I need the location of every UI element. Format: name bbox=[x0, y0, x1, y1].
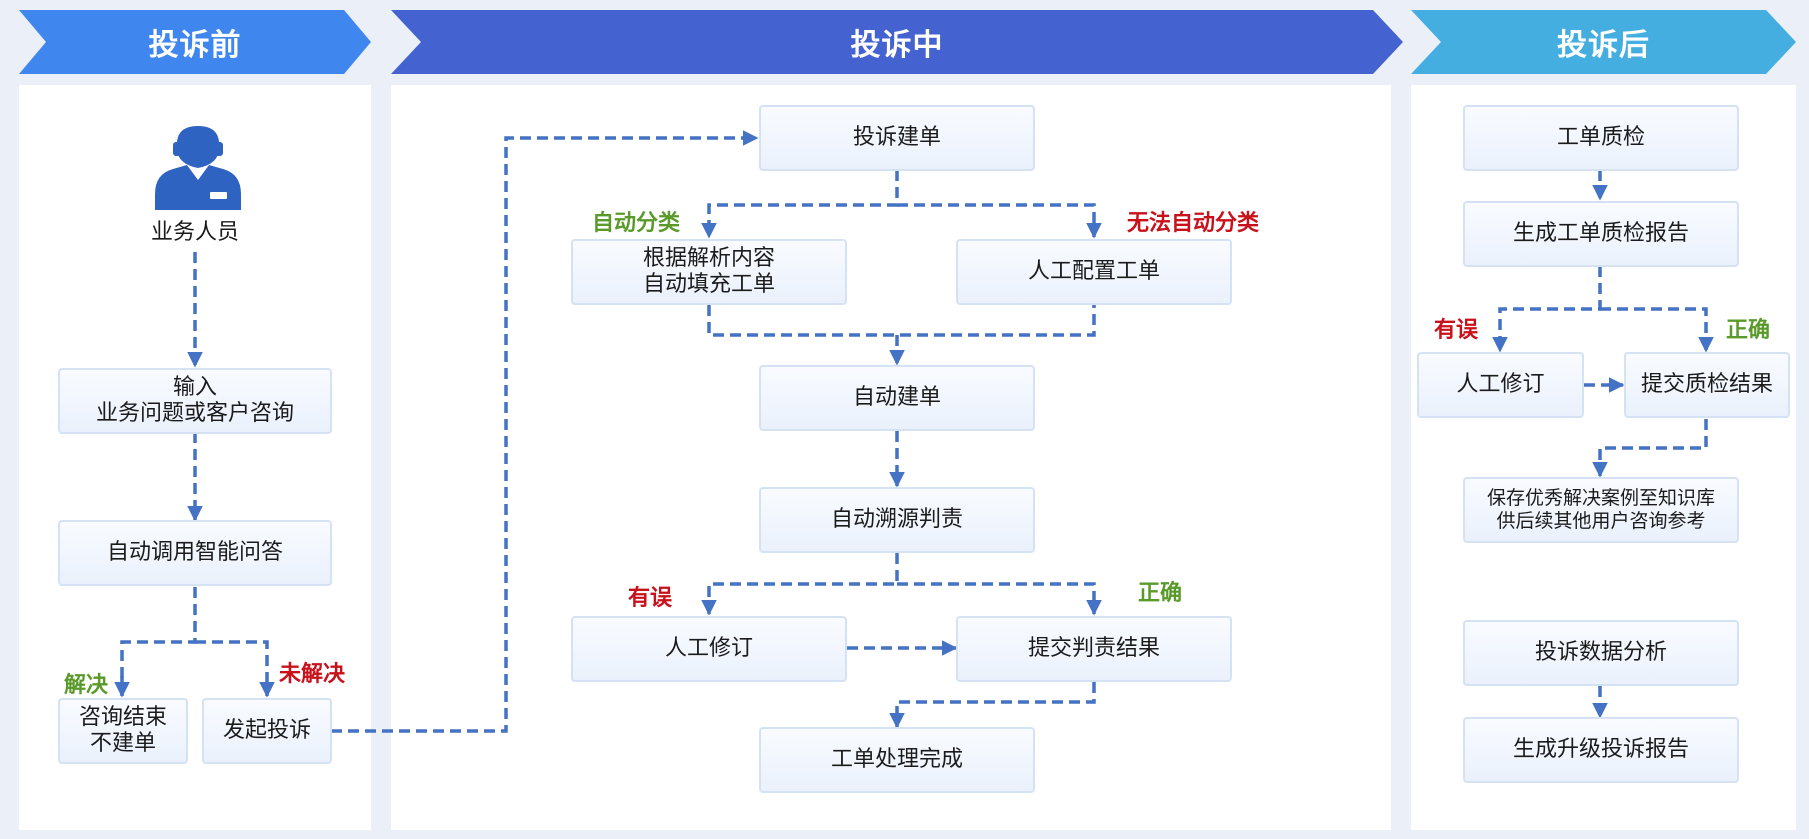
ticket-qc-box: 工单质检 bbox=[1463, 105, 1739, 171]
panel-during bbox=[391, 85, 1391, 830]
stage-header-after-shape bbox=[1411, 10, 1796, 74]
manual-revise-box: 人工修订 bbox=[571, 616, 847, 682]
auto-build-box: 自动建单 bbox=[759, 365, 1035, 431]
start-complaint-box: 发起投诉 bbox=[202, 698, 332, 764]
consult-end-box: 咨询结束 不建单 bbox=[58, 698, 188, 764]
stage-header-during: 投诉中 bbox=[391, 10, 1403, 74]
qc-report-box: 生成工单质检报告 bbox=[1463, 201, 1739, 267]
trace-error-label: 有误 bbox=[628, 586, 673, 611]
save-knowledge-box: 保存优秀解决案例至知识库 供后续其他用户咨询参考 bbox=[1463, 477, 1739, 543]
auto-trace-box: 自动溯源判责 bbox=[759, 487, 1035, 553]
manual-config-box: 人工配置工单 bbox=[956, 239, 1232, 305]
stage-header-after: 投诉后 bbox=[1411, 10, 1796, 74]
no-auto-classify-label: 无法自动分类 bbox=[1127, 211, 1260, 236]
qc-correct-label: 正确 bbox=[1726, 318, 1771, 343]
customer-service-agent-icon bbox=[155, 126, 241, 210]
complaint-create-box: 投诉建单 bbox=[759, 105, 1035, 171]
stage-header-before: 投诉前 bbox=[19, 10, 371, 74]
stage-header-during-shape bbox=[391, 10, 1403, 74]
stage-header-before-text: 投诉前 bbox=[148, 28, 242, 63]
qc-error-label: 有误 bbox=[1434, 318, 1479, 343]
stage-header-after-text: 投诉后 bbox=[1557, 28, 1650, 63]
auto-qa-box: 自动调用智能问答 bbox=[58, 520, 332, 586]
upgrade-report-box: 生成升级投诉报告 bbox=[1463, 717, 1739, 783]
stage-header-during-text: 投诉中 bbox=[850, 28, 944, 63]
resolved-label: 解决 bbox=[64, 673, 109, 698]
auto-classify-label: 自动分类 bbox=[592, 211, 681, 236]
ticket-done-box: 工单处理完成 bbox=[759, 727, 1035, 793]
input-box: 输入 业务问题或客户咨询 bbox=[58, 368, 332, 434]
stage-header-before-shape bbox=[19, 10, 371, 74]
auto-fill-box: 根据解析内容 自动填充工单 bbox=[571, 239, 847, 305]
trace-correct-label: 正确 bbox=[1138, 581, 1183, 606]
submit-qc-box: 提交质检结果 bbox=[1624, 352, 1790, 418]
complaint-analysis-box: 投诉数据分析 bbox=[1463, 620, 1739, 686]
unresolved-label: 未解决 bbox=[279, 662, 346, 687]
person-label: 业务人员 bbox=[150, 220, 239, 245]
qc-manual-revise-box: 人工修订 bbox=[1417, 352, 1584, 418]
submit-responsibility-box: 提交判责结果 bbox=[956, 616, 1232, 682]
